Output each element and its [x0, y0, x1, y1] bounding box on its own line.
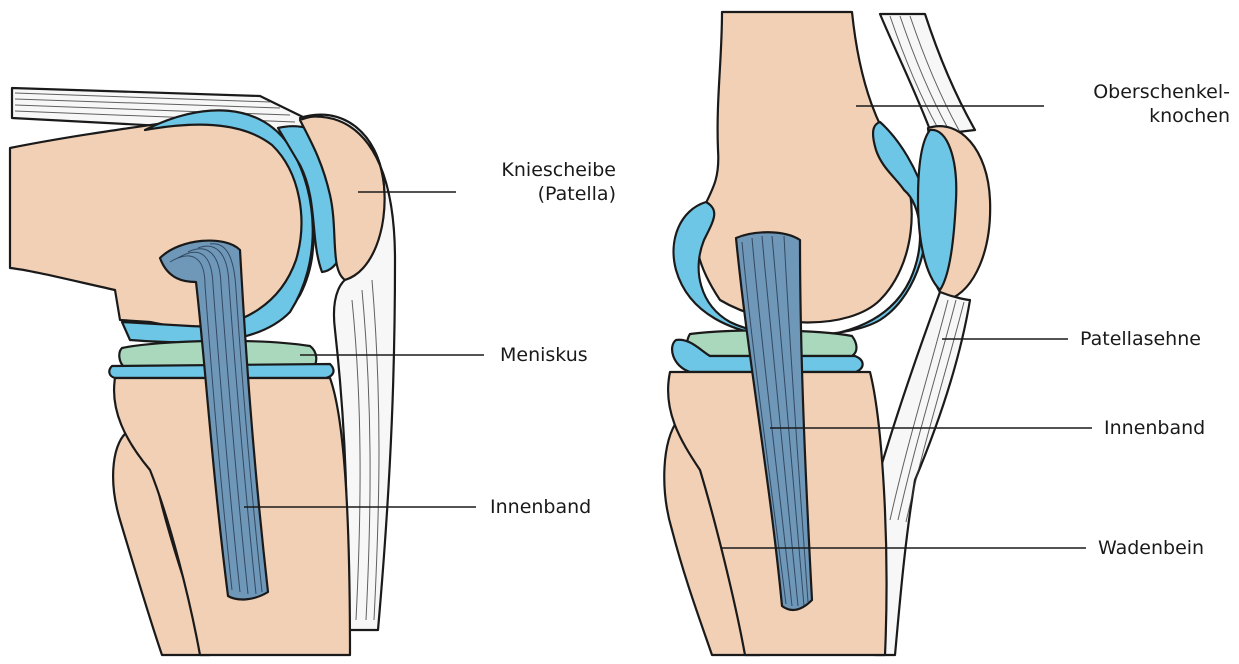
label-right-innenband: Innenband — [1104, 416, 1205, 440]
label-patellar-tendon: Patellasehne — [1080, 327, 1201, 351]
label-left-innenband: Innenband — [490, 495, 591, 519]
label-fibula: Wadenbein — [1098, 536, 1204, 560]
right-patellar-tendon — [875, 292, 970, 655]
label-meniscus: Meniskus — [500, 343, 588, 367]
right-knee-view — [664, 12, 1092, 655]
left-knee-view — [10, 88, 484, 655]
label-femur: Oberschenkel- knochen — [1030, 80, 1230, 128]
label-patella-text: Kniescheibe (Patella) — [440, 158, 616, 206]
right-quadriceps-tendon — [880, 14, 975, 135]
label-femur-text: Oberschenkel- knochen — [1030, 80, 1230, 128]
right-femur — [696, 12, 912, 323]
label-patella: Kniescheibe (Patella) — [440, 158, 616, 206]
